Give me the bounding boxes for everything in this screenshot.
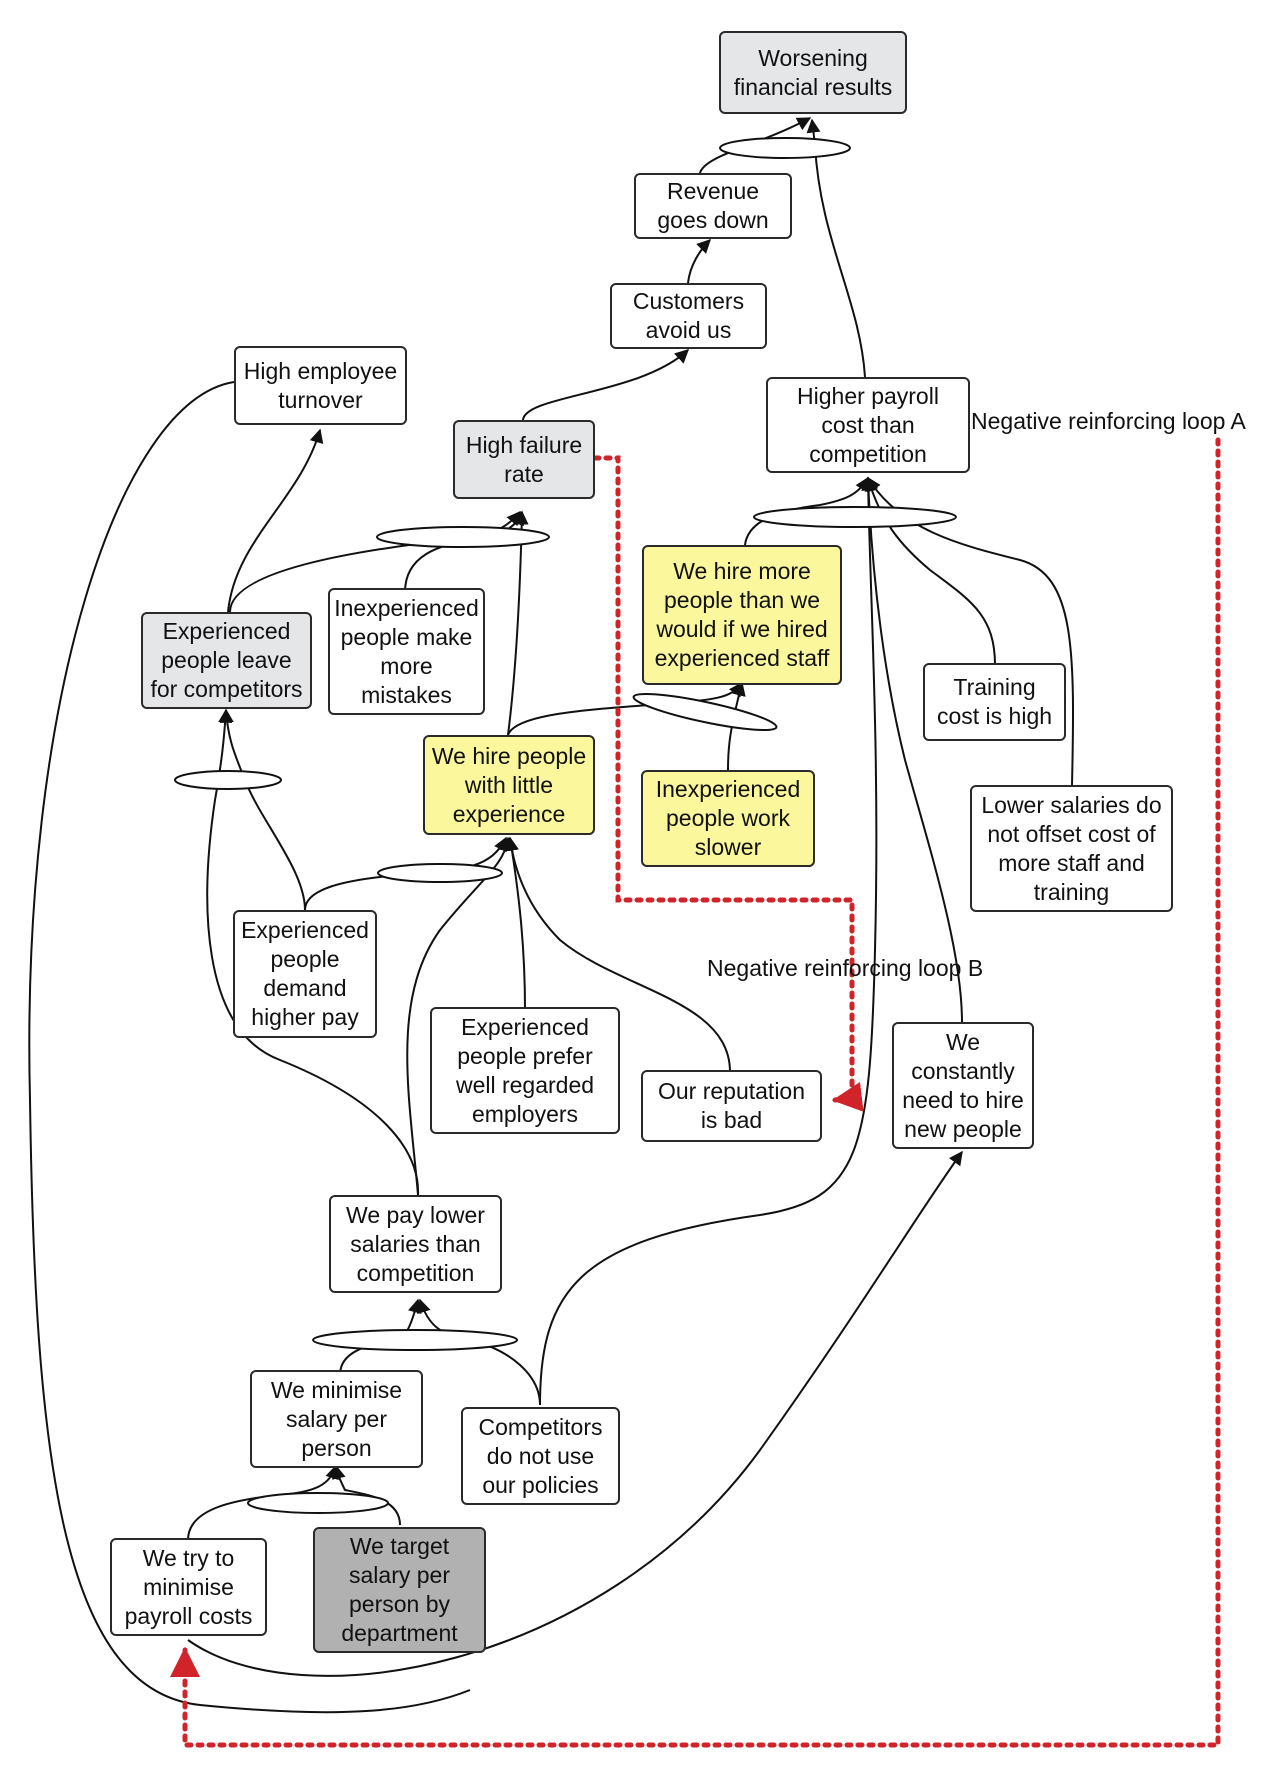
node-try-minimise-payroll: We try to minimise payroll costs: [110, 1538, 267, 1636]
node-inexperienced-mistakes: Inexperienced people make more mistakes: [328, 588, 485, 715]
edge-turnover-loop: [28, 381, 471, 1714]
junction-explleave: [174, 770, 282, 790]
node-high-failure-rate: High failure rate: [453, 420, 595, 499]
node-hire-little-experience: We hire people with little experience: [423, 735, 595, 835]
node-training-cost-high: Training cost is high: [923, 663, 1066, 741]
junction-worsening: [719, 137, 851, 159]
edge-tryminimise-to-constantly: [187, 1150, 963, 1677]
loop-a-label: Negative reinforcing loop A: [971, 408, 1246, 434]
edge-reputation-to-hirelittle: [504, 836, 731, 1073]
node-experienced-leave: Experienced people leave for competitors: [141, 612, 312, 709]
edge-customers-to-revenue: [687, 239, 711, 284]
edge-hiremore-to-payroll: [744, 476, 869, 546]
loop-b-label: Negative reinforcing loop B: [707, 955, 984, 981]
edge-failure-to-customers: [522, 349, 690, 421]
node-revenue-goes-down: Revenue goes down: [634, 173, 792, 239]
node-worsening-financial-results: Worsening financial results: [719, 31, 907, 114]
junction-minimise: [247, 1492, 389, 1514]
edge-slower-to-hiremore: [727, 681, 746, 771]
edge-payroll-to-worsening: [806, 118, 866, 378]
junction-hirelittle: [377, 863, 503, 883]
edge-competitors-to-payroll: [539, 476, 878, 1406]
node-minimise-salary: We minimise salary per person: [250, 1370, 423, 1468]
node-inexperienced-slower: Inexperienced people work slower: [641, 770, 815, 867]
node-experienced-demand: Experienced people demand higher pay: [233, 910, 377, 1038]
edge-prefer-to-hirelittle: [505, 836, 526, 1011]
node-constantly-hire: We constantly need to hire new people: [892, 1022, 1034, 1149]
loop-a-path: [170, 437, 1221, 1748]
edge-explleave-to-turnover: [227, 428, 324, 613]
junction-failure: [376, 526, 550, 548]
node-high-employee-turnover: High employee turnover: [234, 346, 407, 425]
node-higher-payroll-cost: Higher payroll cost than competition: [766, 377, 970, 473]
junction-payroll: [753, 506, 957, 528]
edge-paylower-to-hirelittle: [406, 836, 514, 1196]
edge-demand-to-explleave: [219, 708, 306, 911]
loop-b-path: [592, 455, 864, 1112]
node-customers-avoid-us: Customers avoid us: [610, 283, 767, 349]
node-reputation-bad: Our reputation is bad: [641, 1070, 822, 1142]
edge-constantly-to-payroll: [861, 476, 963, 1023]
node-competitors-policies: Competitors do not use our policies: [461, 1407, 620, 1505]
node-experienced-prefer: Experienced people prefer well regarded …: [430, 1007, 620, 1134]
node-hire-more-people: We hire more people than we would if we …: [642, 545, 842, 685]
node-pay-lower-salaries: We pay lower salaries than competition: [329, 1195, 502, 1293]
junction-hiremore: [632, 692, 778, 732]
edge-mistakes-to-failure: [404, 510, 524, 593]
junction-paylower: [312, 1329, 518, 1351]
edge-target-to-minimise: [331, 1464, 401, 1526]
edge-training-to-payroll: [864, 476, 996, 666]
edge-competitors-to-paylower: [417, 1298, 541, 1406]
node-lower-salaries: Lower salaries do not offset cost of mor…: [970, 785, 1173, 912]
node-target-salary: We target salary per person by departmen…: [313, 1527, 486, 1653]
